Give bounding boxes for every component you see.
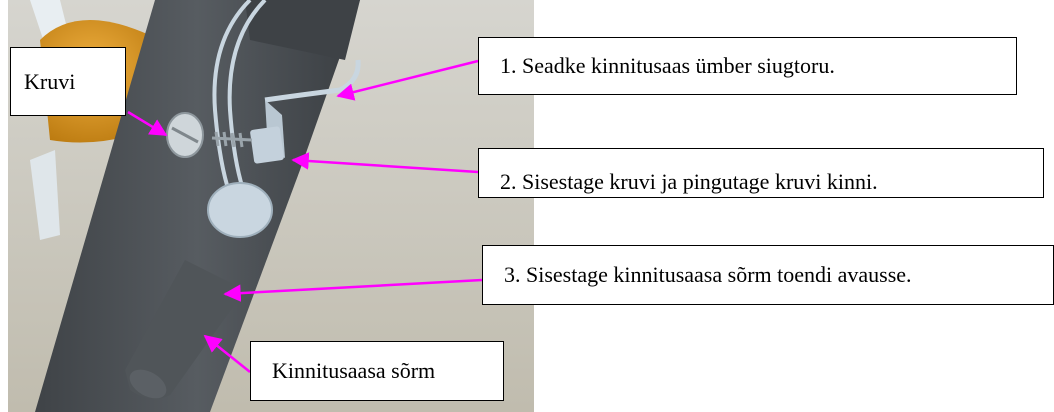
label-screw-text: Kruvi [24, 68, 76, 94]
support-leg-lower [30, 150, 60, 240]
label-step-2: 2. Sisestage kruvi ja pingutage kruvi ki… [478, 148, 1044, 198]
arrow-finger [203, 334, 251, 373]
label-step-3-text: 3. Sisestage kinnitusaasa sõrm toendi av… [504, 262, 912, 287]
label-clamp-finger: Kinnitusaasa sõrm [250, 341, 504, 401]
arrow-screw [127, 110, 168, 137]
label-screw: Kruvi [10, 47, 126, 116]
label-step-1: 1. Seadke kinnitusaas ümber siugtoru. [478, 37, 1017, 95]
secondary-tube [245, 0, 360, 60]
finger-pin [125, 260, 245, 399]
bracket-disk [207, 182, 273, 238]
label-step-1-text: 1. Seadke kinnitusaas ümber siugtoru. [500, 53, 835, 78]
main-tube [35, 0, 360, 412]
nut [250, 126, 284, 164]
screw-thread [211, 131, 253, 148]
arrow-step2 [291, 152, 479, 174]
arrow-step3 [223, 278, 483, 302]
screw-slot [171, 126, 199, 144]
finger-pin-tip [129, 369, 167, 399]
arrow-step1 [336, 59, 479, 101]
clamp-bracket [212, 0, 267, 201]
label-step-2-text: 2. Sisestage kruvi ja pingutage kruvi ki… [500, 169, 878, 194]
label-clamp-finger-text: Kinnitusaasa sõrm [272, 358, 436, 383]
label-step-3: 3. Sisestage kinnitusaasa sõrm toendi av… [482, 245, 1054, 305]
